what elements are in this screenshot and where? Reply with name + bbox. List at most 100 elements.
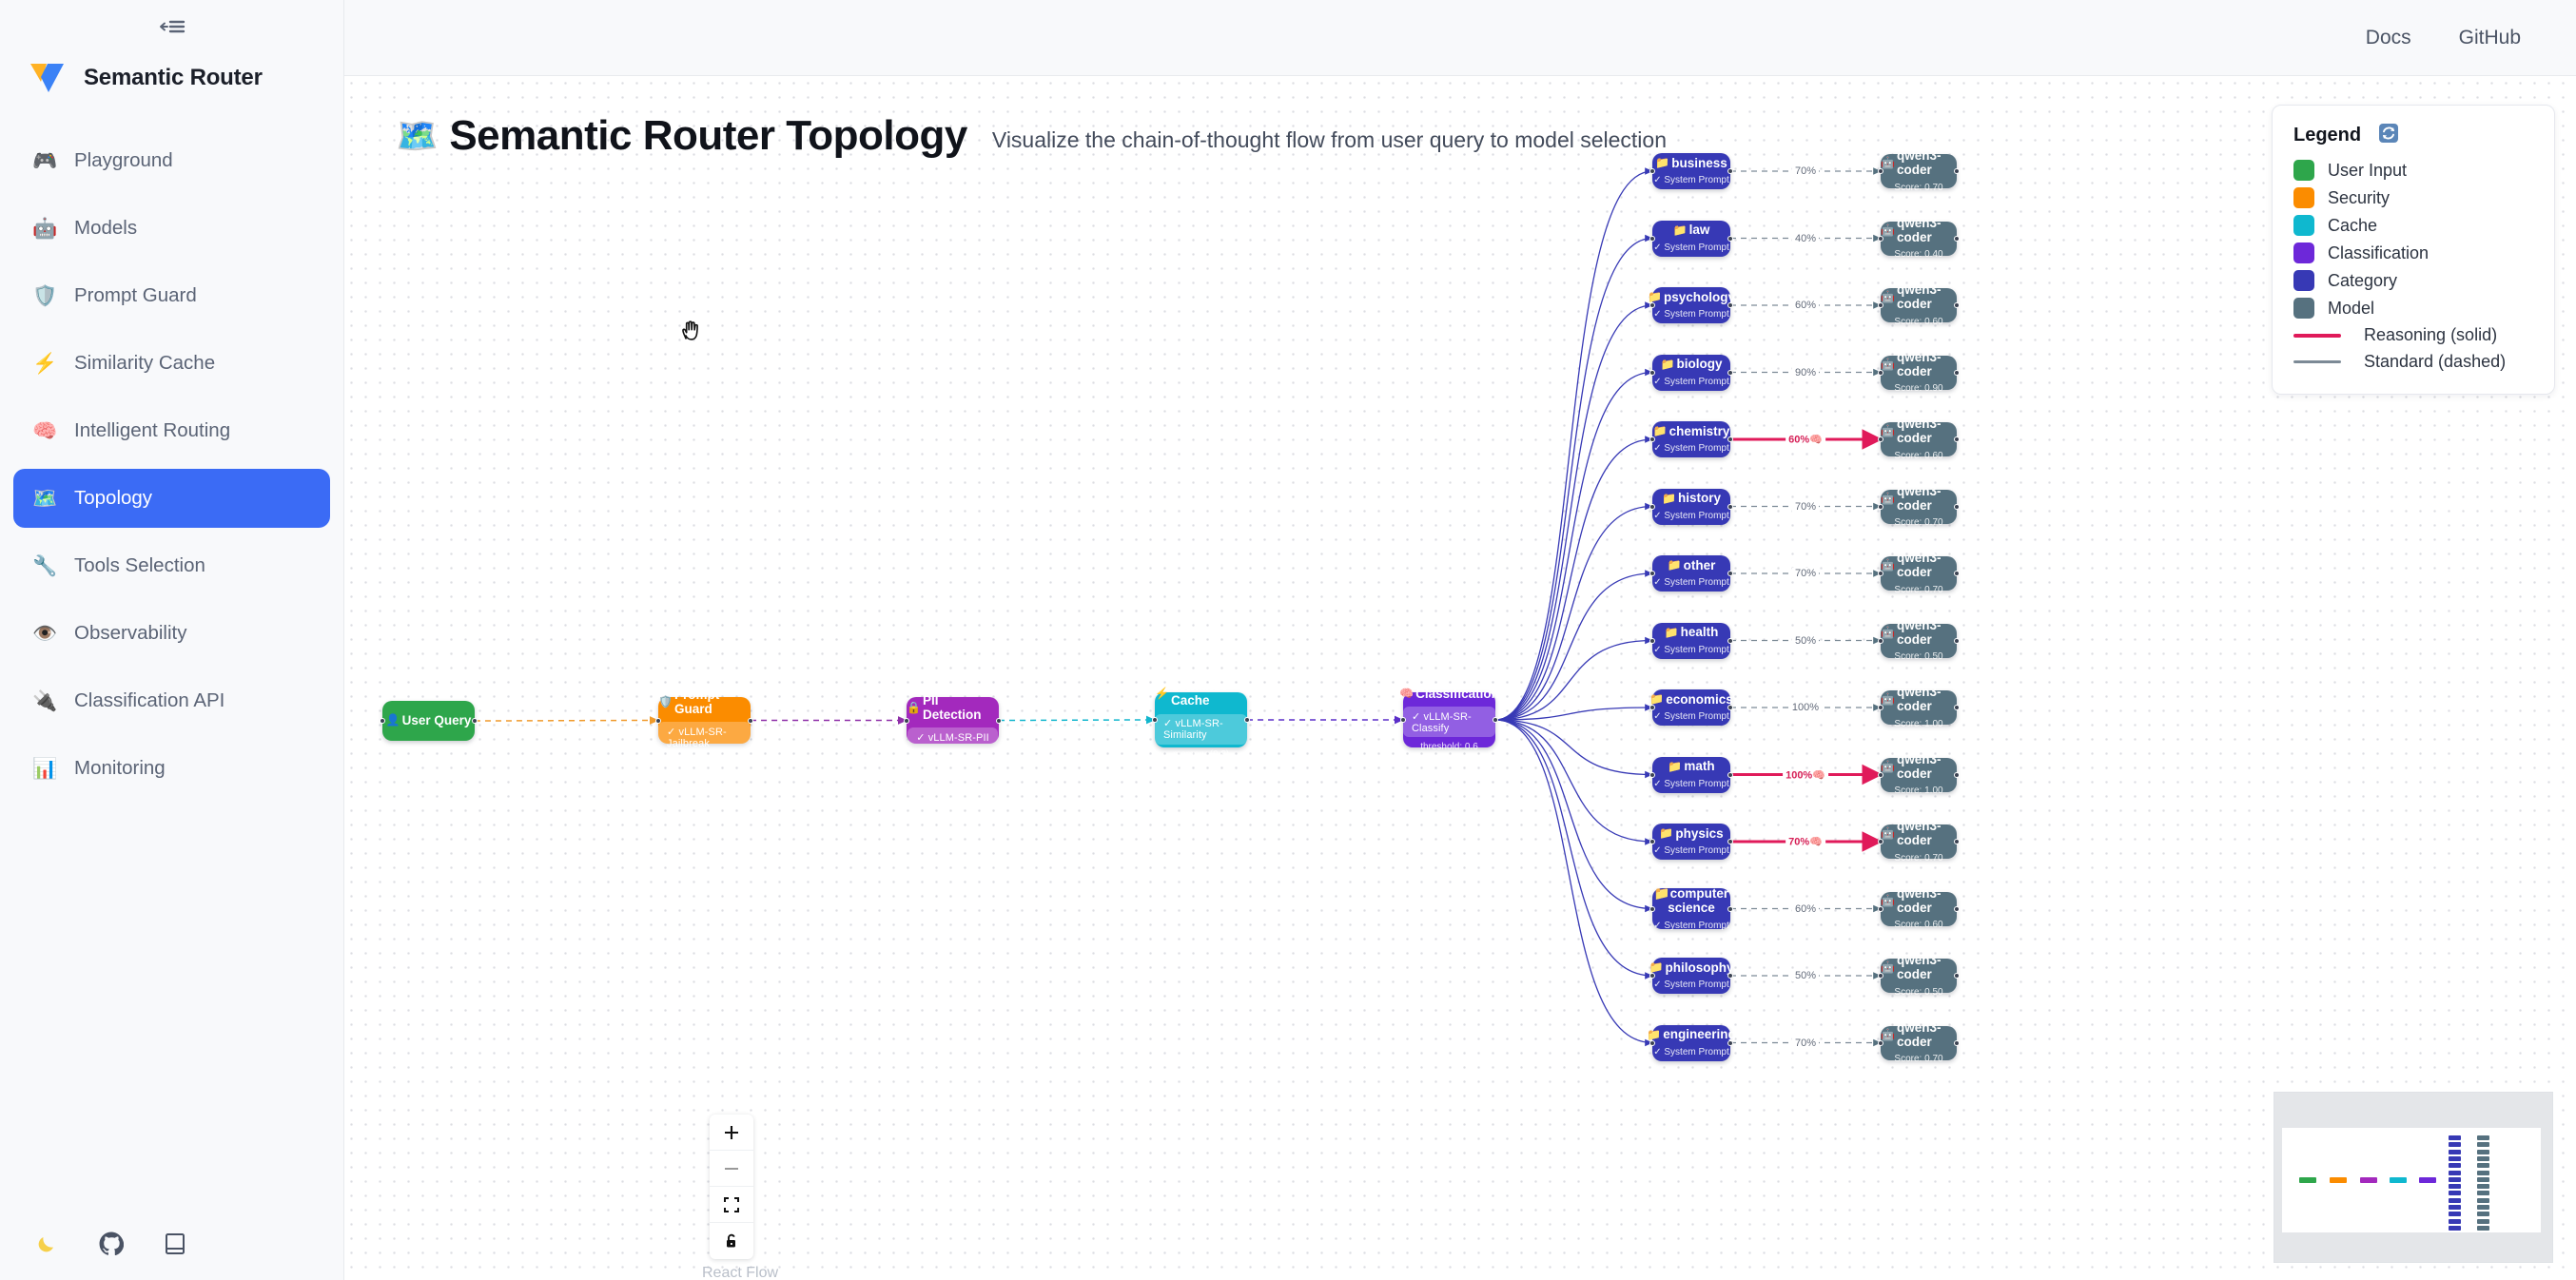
sidebar-item-topology[interactable]: 🗺️ Topology <box>13 469 330 528</box>
node-handle-left[interactable] <box>1649 705 1655 710</box>
node-handle-left[interactable] <box>1649 302 1655 308</box>
fit-view-button[interactable] <box>710 1187 753 1223</box>
node-handle-left[interactable] <box>1878 771 1883 778</box>
node-handle-right[interactable] <box>1727 705 1733 710</box>
node-handle-right[interactable] <box>1954 905 1960 912</box>
node-handle-left[interactable] <box>1878 839 1883 844</box>
node-handle-right[interactable] <box>1954 771 1960 778</box>
minimap[interactable] <box>2274 1092 2553 1263</box>
flow-node-pii-detection[interactable]: 🔒PII Detection✓ vLLM-SR-PII <box>904 693 1002 747</box>
node-handle-left[interactable] <box>1878 705 1883 710</box>
flow-node-category-philosophy[interactable]: 📁philosophy✓ System Prompt <box>1649 958 1733 994</box>
node-handle-right[interactable] <box>472 718 478 724</box>
node-handle-left[interactable] <box>1878 168 1883 174</box>
flow-node-category-law[interactable]: 📁law✓ System Prompt <box>1649 220 1733 257</box>
node-handle-left[interactable] <box>1649 1039 1655 1046</box>
node-handle-left[interactable] <box>1878 1039 1883 1046</box>
node-handle-right[interactable] <box>1954 839 1960 844</box>
node-handle-left[interactable] <box>1649 369 1655 376</box>
github-link[interactable]: GitHub <box>2458 26 2521 48</box>
sidebar-item-playground[interactable]: 🎮 Playground <box>13 131 330 190</box>
sidebar-item-classification-api[interactable]: 🔌 Classification API <box>13 671 330 730</box>
node-handle-left[interactable] <box>1649 905 1655 912</box>
zoom-out-button[interactable] <box>710 1151 753 1187</box>
node-handle-left[interactable] <box>904 717 909 724</box>
node-handle-left[interactable] <box>1878 637 1883 644</box>
node-handle-left[interactable] <box>1878 973 1883 979</box>
node-handle-left[interactable] <box>1400 717 1406 723</box>
zoom-in-button[interactable] <box>710 1115 753 1151</box>
node-handle-left[interactable] <box>1878 235 1883 242</box>
node-handle-right[interactable] <box>1727 839 1733 844</box>
node-handle-left[interactable] <box>1878 436 1883 442</box>
flow-node-category-history[interactable]: 📁history✓ System Prompt <box>1649 488 1733 525</box>
node-handle-left[interactable] <box>1152 717 1158 723</box>
react-flow-viewport[interactable]: 👤User Query🛡️Prompt Guard✓ vLLM-SR-Jailb… <box>344 76 2576 1280</box>
node-handle-left[interactable] <box>1878 571 1883 576</box>
node-handle-left[interactable] <box>380 718 385 724</box>
node-handle-right[interactable] <box>1727 168 1733 174</box>
node-handle-right[interactable] <box>748 717 753 724</box>
flow-node-category-business[interactable]: 📁business✓ System Prompt <box>1649 153 1733 189</box>
flow-node-category-economics[interactable]: 📁economics✓ System Prompt <box>1649 689 1733 726</box>
github-icon[interactable] <box>99 1232 124 1256</box>
node-handle-right[interactable] <box>1954 571 1960 576</box>
node-handle-right[interactable] <box>1727 771 1733 778</box>
node-handle-left[interactable] <box>1878 302 1883 308</box>
node-handle-right[interactable] <box>1493 717 1498 723</box>
flow-node-category-other[interactable]: 📁other✓ System Prompt <box>1649 555 1733 592</box>
node-handle-right[interactable] <box>1727 235 1733 242</box>
refresh-icon[interactable] <box>2378 123 2399 148</box>
node-handle-left[interactable] <box>1649 235 1655 242</box>
node-handle-right[interactable] <box>1727 1039 1733 1046</box>
node-handle-right[interactable] <box>1954 637 1960 644</box>
node-handle-left[interactable] <box>1878 905 1883 912</box>
brand[interactable]: Semantic Router <box>0 53 343 103</box>
flow-node-category-chemistry[interactable]: 📁chemistry✓ System Prompt <box>1649 421 1733 457</box>
lock-button[interactable] <box>710 1223 753 1259</box>
sidebar-item-monitoring[interactable]: 📊 Monitoring <box>13 739 330 798</box>
node-handle-right[interactable] <box>1954 705 1960 710</box>
node-handle-right[interactable] <box>1954 973 1960 979</box>
topology-canvas[interactable]: 🗺️ Semantic Router Topology Visualize th… <box>344 76 2576 1280</box>
sidebar-item-tools-selection[interactable]: 🔧 Tools Selection <box>13 536 330 595</box>
node-handle-left[interactable] <box>1649 839 1655 844</box>
node-handle-right[interactable] <box>1954 436 1960 442</box>
flow-node-category-physics[interactable]: 📁physics✓ System Prompt <box>1649 824 1733 860</box>
node-handle-right[interactable] <box>1954 168 1960 174</box>
flow-node-prompt-guard[interactable]: 🛡️Prompt Guard✓ vLLM-SR-Jailbreak <box>655 688 753 753</box>
collapse-sidebar-button[interactable] <box>158 17 186 36</box>
node-handle-left[interactable] <box>1878 503 1883 510</box>
sidebar-item-intelligent-routing[interactable]: 🧠 Intelligent Routing <box>13 401 330 460</box>
node-handle-right[interactable] <box>996 717 1002 724</box>
node-handle-right[interactable] <box>1727 637 1733 644</box>
node-handle-left[interactable] <box>1649 973 1655 979</box>
sidebar-item-observability[interactable]: 👁️ Observability <box>13 604 330 663</box>
sidebar-item-similarity-cache[interactable]: ⚡ Similarity Cache <box>13 334 330 393</box>
book-icon[interactable] <box>164 1232 186 1256</box>
docs-link[interactable]: Docs <box>2365 26 2411 48</box>
node-handle-right[interactable] <box>1954 503 1960 510</box>
node-handle-left[interactable] <box>1649 503 1655 510</box>
node-handle-right[interactable] <box>1727 302 1733 308</box>
moon-icon[interactable] <box>34 1232 59 1256</box>
node-handle-right[interactable] <box>1954 302 1960 308</box>
node-handle-right[interactable] <box>1727 905 1733 912</box>
flow-node-category-health[interactable]: 📁health✓ System Prompt <box>1649 622 1733 659</box>
node-handle-left[interactable] <box>1649 571 1655 576</box>
node-handle-left[interactable] <box>1649 637 1655 644</box>
flow-node-category-math[interactable]: 📁math✓ System Prompt <box>1649 756 1733 793</box>
